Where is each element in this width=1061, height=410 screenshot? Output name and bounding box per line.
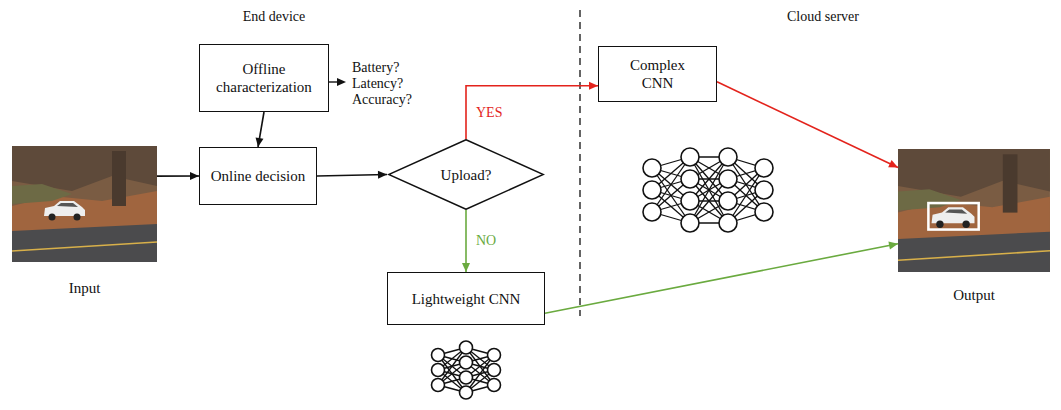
flow-arrow xyxy=(462,210,470,272)
node-label: Offline characterization xyxy=(200,60,328,96)
flow-arrow xyxy=(157,172,199,180)
image-caption: Output xyxy=(953,286,995,304)
process-box: Offline characterization xyxy=(199,44,329,112)
process-box: Online decision xyxy=(199,147,317,205)
flow-arrow xyxy=(466,82,598,139)
output-image: Output xyxy=(898,149,1050,272)
flow-arrow xyxy=(717,82,898,168)
region-label: End device xyxy=(243,9,306,25)
node-label: Lightweight CNN xyxy=(412,290,521,308)
input-photo xyxy=(12,146,157,262)
model-box: Complex CNN xyxy=(598,46,717,102)
complex-network-icon xyxy=(643,148,773,232)
model-box: Lightweight CNN xyxy=(387,272,545,325)
node-label: Complex CNN xyxy=(622,56,694,92)
node-label: Online decision xyxy=(211,167,306,185)
edge-label: YES xyxy=(474,105,504,120)
node-label: Upload? xyxy=(441,166,492,184)
output-photo xyxy=(898,149,1050,272)
light-network-icon xyxy=(432,341,501,399)
decision-diamond: Upload? xyxy=(387,139,545,210)
flow-arrow xyxy=(545,242,898,314)
image-caption: Input xyxy=(69,279,101,297)
flow-arrow xyxy=(317,171,387,179)
boundary-line xyxy=(579,10,580,316)
flow-arrow xyxy=(256,112,264,147)
edge-label: NO xyxy=(474,233,498,248)
region-label: Cloud server xyxy=(787,9,859,25)
criteria-note: Battery? Latency? Accuracy? xyxy=(352,60,424,108)
input-image: Input xyxy=(12,146,157,262)
